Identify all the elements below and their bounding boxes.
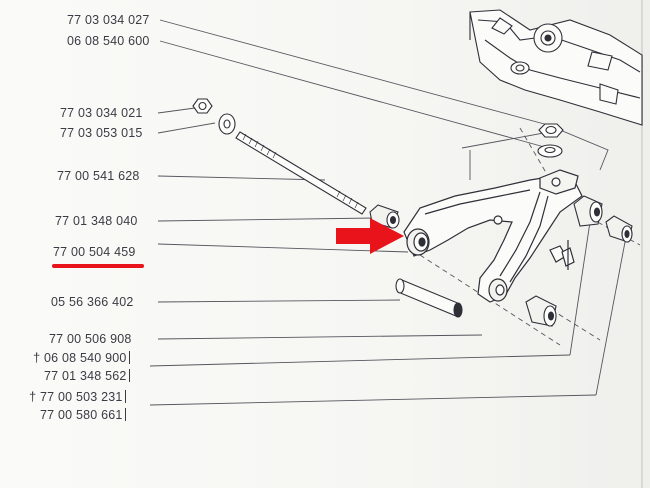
bracket-mark — [124, 390, 126, 403]
highlight-underline — [52, 264, 144, 268]
red-arrow — [336, 218, 404, 254]
nut-rod — [192, 98, 213, 114]
part-number-p3: 77 03 034 021 — [60, 106, 143, 120]
arm-bush-right — [573, 195, 603, 227]
part-number-text: 05 56 366 402 — [51, 295, 134, 309]
part-number-text-highlighted: 77 00 504 459 — [53, 245, 136, 259]
part-number-text: 77 00 580 661 — [40, 408, 123, 422]
part-number-text: 77 03 034 027 — [67, 13, 150, 27]
leader-lines — [149, 19, 641, 406]
leader-line-p5 — [157, 175, 326, 181]
part-number-p1: 77 03 034 027 — [67, 13, 150, 27]
part-number-text: 77 00 503 231 — [40, 390, 123, 404]
leader-line-p3 — [157, 107, 196, 114]
leader-line-p12-up — [595, 241, 626, 396]
axis-dash-1 — [519, 127, 549, 177]
bracket-mark — [124, 408, 126, 421]
leader-line-p7 — [157, 243, 409, 253]
part-number-p2: 06 08 540 600 — [67, 34, 150, 48]
leader-line-p8 — [157, 299, 401, 303]
leader-line-p12 — [149, 394, 597, 406]
part-number-text: 77 01 348 040 — [55, 214, 138, 228]
part-number-text: 06 08 540 900 — [44, 351, 127, 365]
threaded-rod — [235, 131, 367, 215]
part-number-text: 77 00 506 908 — [49, 332, 132, 346]
part-number-p10: 06 08 540 900 — [44, 351, 130, 365]
bush-far-right — [605, 215, 633, 243]
bracket-mark — [128, 351, 130, 364]
part-number-text: 77 01 348 562 — [44, 369, 127, 383]
leader-line-p1 — [159, 19, 549, 126]
leader-line-p10-up — [569, 221, 591, 356]
dagger-mark-p12: † — [29, 389, 37, 404]
mount-outline — [461, 129, 609, 180]
part-number-text: 77 00 541 628 — [57, 169, 140, 183]
subframe-drawing — [469, 9, 643, 126]
part-number-text: 77 03 034 021 — [60, 106, 143, 120]
part-number-p5: 77 00 541 628 — [57, 169, 140, 183]
spacer-tube — [395, 278, 463, 318]
washer-rod — [218, 113, 236, 135]
part-number-text: 77 03 053 015 — [60, 126, 143, 140]
leader-line-p4 — [157, 122, 216, 134]
nut-upper — [538, 123, 564, 138]
bracket-mark — [128, 369, 130, 382]
dagger-mark-p10: † — [33, 350, 41, 365]
lower-wishbone-arm — [403, 169, 583, 303]
part-number-p7: 77 00 504 459 — [53, 245, 136, 259]
part-number-p6: 77 01 348 040 — [55, 214, 138, 228]
part-number-text: 06 08 540 600 — [67, 34, 150, 48]
leader-line-p6 — [157, 217, 376, 222]
leader-line-p10 — [149, 354, 571, 367]
part-number-p13: 77 00 580 661 — [40, 408, 126, 422]
lower-bush — [525, 295, 557, 327]
part-number-p8: 05 56 366 402 — [51, 295, 134, 309]
part-number-p11: 77 01 348 562 — [44, 369, 130, 383]
part-number-p4: 77 03 053 015 — [60, 126, 143, 140]
leader-line-p9 — [157, 334, 483, 340]
part-number-p9: 77 00 506 908 — [49, 332, 132, 346]
washer-upper — [537, 144, 563, 158]
leader-line-p2 — [159, 40, 549, 149]
part-number-p12: 77 00 503 231 — [40, 390, 126, 404]
